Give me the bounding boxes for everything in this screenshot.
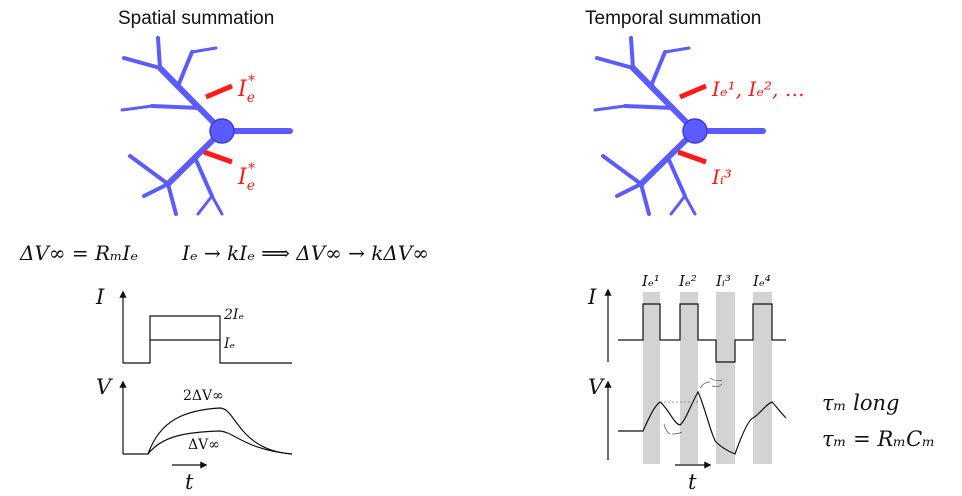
label-2dV: 2ΔV∞: [183, 388, 224, 404]
pulse-window-4: [753, 292, 772, 464]
trace-current-2Ie: [123, 315, 292, 364]
label-2Ie: 2Iₑ: [223, 307, 244, 323]
tau-equation: τₘ = RₘCₘ: [822, 427, 935, 451]
pulse-label-4: Iₑ⁴: [752, 272, 771, 290]
axis-label-current: I: [95, 285, 105, 309]
axis-label-current: I: [587, 285, 597, 309]
spatial-title: Spatial summation: [118, 8, 274, 29]
electrode-bottom: [677, 149, 707, 165]
equation-ohm: ΔV∞ = RₘIₑ: [19, 241, 138, 265]
axis-label-time: t: [688, 470, 697, 494]
temporal-title: Temporal summation: [585, 8, 761, 29]
dendrite-upper: [630, 65, 698, 134]
neuron-temporal: [593, 36, 766, 216]
equation-scaling: Iₑ → kIₑ ⟹ ΔV∞ → kΔV∞: [181, 241, 429, 265]
stim-label-top: Iₑ¹, Iₑ², …: [711, 77, 805, 101]
pulse-window-1: [643, 292, 660, 464]
pulse-label-2: Iₑ²: [678, 272, 697, 290]
label-Ie: Iₑ: [223, 336, 235, 352]
dendrite-upper: [157, 65, 225, 134]
annotation-scribble-1: [663, 423, 683, 435]
stim-label-bottom: Iᵢ³: [711, 165, 732, 189]
axis-label-voltage: V: [588, 375, 605, 399]
soma: [682, 118, 708, 144]
neuron-spatial: [120, 36, 293, 216]
electrode-bottom: [203, 149, 233, 165]
label-dV: ΔV∞: [188, 437, 220, 453]
annotation-scribble-2: [699, 377, 723, 389]
tau-long-label: τₘ long: [822, 391, 900, 415]
stim-label-bottom: Ie*: [237, 161, 255, 194]
trace-voltage-2dV: [123, 407, 293, 455]
axis-label-time: t: [185, 470, 194, 494]
pulse-label-1: Iₑ¹: [641, 272, 660, 290]
electrode-top: [205, 83, 233, 100]
pulse-window-3: [716, 292, 735, 464]
soma: [209, 118, 235, 144]
stim-label-top: Ie*: [237, 73, 255, 106]
axis-label-voltage: V: [96, 375, 113, 399]
trace-current: [618, 303, 786, 363]
trace-voltage: [618, 390, 787, 455]
trace-voltage-dV: [147, 430, 293, 455]
pulse-window-2: [680, 292, 698, 464]
electrode-top: [679, 83, 707, 100]
pulse-label-3: Iᵢ³: [715, 272, 731, 290]
